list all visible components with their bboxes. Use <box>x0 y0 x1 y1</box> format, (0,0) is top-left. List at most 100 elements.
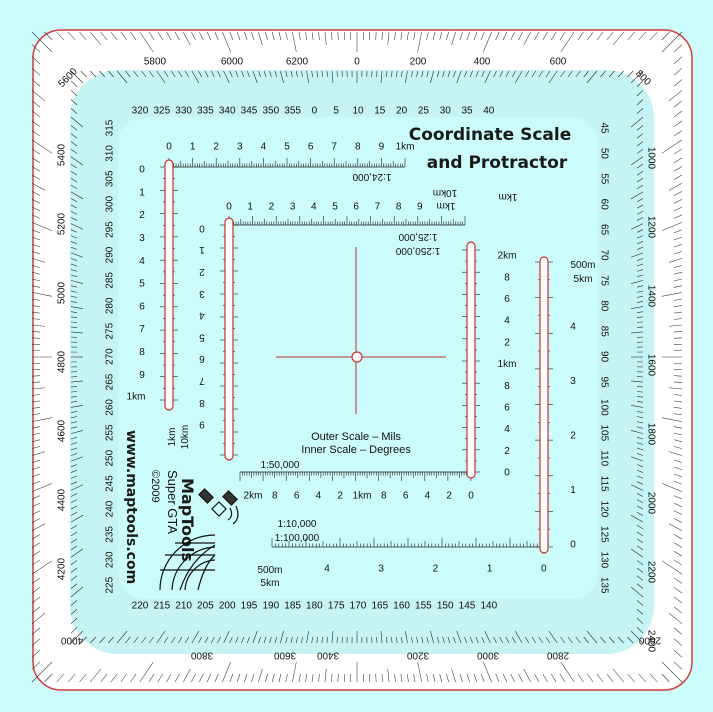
degree-tick <box>70 475 78 479</box>
mil-tick <box>446 31 449 41</box>
mil-tick <box>31 606 41 614</box>
scale-24k-unit: 1km <box>499 191 518 202</box>
degree-tick <box>524 70 530 78</box>
degree-tick <box>430 630 434 644</box>
mil-tick <box>577 31 584 41</box>
scale24-v-number: 2 <box>139 210 145 221</box>
degree-tick <box>70 204 78 209</box>
inner-scale-caption: Inner Scale – Degrees <box>301 444 411 456</box>
scale-50k-label: 1:50,000 <box>261 460 300 471</box>
center-crosshair <box>276 247 446 414</box>
degree-tick <box>567 70 573 78</box>
degree-tick <box>217 70 221 78</box>
degree-tick <box>235 636 239 644</box>
scale50-h-number: 4 <box>425 491 431 502</box>
mil-tick <box>542 31 548 41</box>
coordinate-scales: 001122334455667788991km1km00112233445566… <box>127 142 577 575</box>
degree-tick <box>511 70 516 78</box>
mil-tick <box>271 673 275 683</box>
mil-label-bottom: 3400 <box>316 649 339 660</box>
degree-label-right: 55 <box>598 173 609 185</box>
degree-label-right: 115 <box>598 476 609 492</box>
degree-tick <box>70 531 78 536</box>
degree-tick <box>630 586 644 598</box>
mil-label-left: 4400 <box>57 488 68 511</box>
degree-tick <box>70 198 78 203</box>
mil-tick <box>31 214 41 219</box>
degree-label-bottom: 190 <box>262 601 279 612</box>
mil-label-bottom: 3800 <box>190 649 213 660</box>
degree-label-left: 230 <box>105 551 116 568</box>
degree-tick <box>70 108 78 114</box>
mil-tick <box>148 31 155 41</box>
degree-tick <box>70 301 78 303</box>
degree-tick <box>223 630 230 644</box>
mil-tick <box>31 400 41 403</box>
scale50-v-number: 6 <box>504 294 510 305</box>
mil-tick <box>31 523 46 531</box>
mil-tick <box>523 668 531 683</box>
mil-tick <box>673 381 683 383</box>
degree-tick <box>70 405 84 408</box>
mil-tick <box>251 673 255 683</box>
degree-tick <box>90 636 97 644</box>
mil-tick <box>265 31 268 41</box>
degree-tick <box>331 70 334 84</box>
scale100-v-number: 0 <box>570 540 576 551</box>
mil-tick <box>394 31 396 41</box>
degree-tick <box>636 211 644 215</box>
degree-tick <box>70 514 84 523</box>
degree-tick <box>70 401 78 403</box>
degree-label-right: 65 <box>598 224 609 236</box>
degree-label-left: 240 <box>105 500 116 517</box>
degree-label-bottom: 165 <box>371 601 388 612</box>
degree-tick <box>627 70 634 78</box>
scale25-v-number: 5 <box>199 331 205 342</box>
degree-label-left: 250 <box>105 449 116 466</box>
degree-label-top: 0 <box>312 106 318 117</box>
degree-tick <box>636 511 644 516</box>
scale-right-unit2: 5km <box>574 274 593 285</box>
degree-tick <box>630 191 644 200</box>
scale50-h-number: 4 <box>316 491 322 502</box>
mil-tick <box>668 451 683 456</box>
degree-tick <box>386 70 388 78</box>
mil-label-right: 1400 <box>645 285 656 308</box>
scale24-v-number: 3 <box>139 233 145 244</box>
mil-tick <box>394 673 396 683</box>
mil-tick <box>587 31 594 41</box>
scale24-h-number: 0 <box>166 142 172 153</box>
degree-tick <box>437 70 440 78</box>
degree-tick <box>70 321 78 323</box>
degree-tick <box>636 538 644 543</box>
degree-tick <box>70 442 78 445</box>
scale100-h-number: 1 <box>487 564 493 575</box>
mil-tick <box>229 673 234 683</box>
mil-tick <box>606 673 614 683</box>
degree-tick <box>630 252 644 258</box>
degree-tick <box>70 241 78 245</box>
degree-tick <box>70 269 78 272</box>
mil-tick <box>236 31 241 41</box>
mil-tick <box>166 31 172 41</box>
mil-tick <box>446 673 449 683</box>
scale24-v-number: 1 <box>139 187 145 198</box>
degree-tick <box>108 636 114 644</box>
degree-tick <box>70 484 84 491</box>
scale-24k-label: 1:24,000 <box>352 171 391 182</box>
degree-tick <box>252 70 258 84</box>
mil-tick <box>67 673 76 683</box>
mil-tick <box>673 271 683 275</box>
mil-tick <box>673 110 683 118</box>
mil-tick <box>31 542 41 548</box>
degree-tick <box>636 141 644 147</box>
mil-tick <box>31 661 41 670</box>
degree-tick <box>416 70 419 78</box>
mil-tick <box>560 661 575 683</box>
scale25-h-number: 5 <box>332 202 338 213</box>
degree-label-bottom: 150 <box>437 601 454 612</box>
degree-tick <box>464 70 468 78</box>
degree-tick <box>70 586 84 598</box>
degree-tick <box>636 447 644 451</box>
degree-tick <box>70 331 84 334</box>
